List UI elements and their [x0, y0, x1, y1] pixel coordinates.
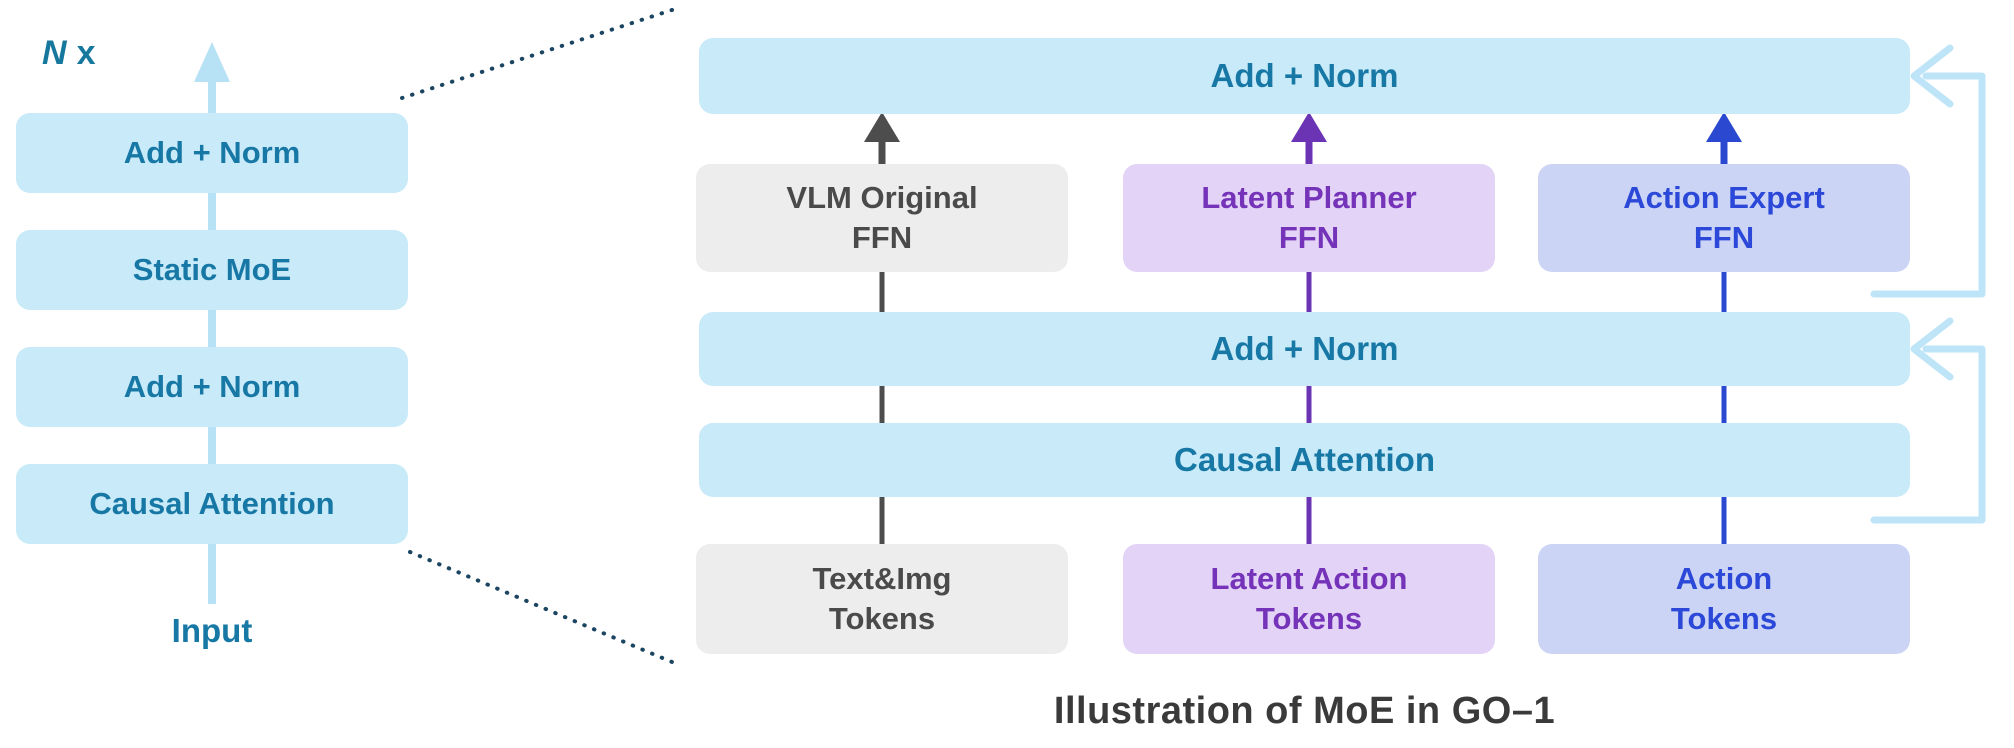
expert-action-expert-ffn: Action Expert FFN: [1538, 164, 1910, 272]
residual-skip-top: [1870, 44, 1986, 298]
token-label-line2: Tokens: [1670, 601, 1778, 636]
expert-label-line1: Action Expert: [1623, 180, 1825, 216]
zoom-dotted-line-bottom: [408, 550, 674, 664]
add-norm-top-bar: Add + Norm: [699, 38, 1910, 114]
left-layer-causal-attention: Causal Attention: [16, 464, 408, 544]
input-label: Input: [171, 612, 253, 649]
token-label-line2: Tokens: [828, 601, 936, 636]
expert-label-line2: FFN: [851, 220, 913, 255]
expert-label-line1: Latent Planner: [1201, 180, 1417, 216]
ffn-output-arrow-latent: [1291, 112, 1327, 166]
residual-skip-bottom: [1870, 317, 1986, 524]
ffn-output-arrow-vlm: [864, 112, 900, 166]
zoom-dotted-line-top: [400, 6, 680, 100]
tokens-text-img: Text&Img Tokens: [696, 544, 1068, 654]
expert-label-line2: FFN: [1278, 220, 1340, 255]
token-label-line1: Action: [1675, 561, 1773, 597]
token-label-line1: Text&Img: [812, 561, 952, 597]
repeat-count-n: N: [42, 34, 67, 72]
figure-caption: Illustration of MoE in GO–1: [1053, 690, 1556, 732]
expert-vlm-original-ffn: VLM Original FFN: [696, 164, 1068, 272]
add-norm-mid-bar: Add + Norm: [699, 312, 1910, 386]
token-label-line1: Latent Action: [1210, 561, 1408, 597]
left-layer-add-norm-bottom: Add + Norm: [16, 347, 408, 427]
token-label-line2: Tokens: [1255, 601, 1363, 636]
expert-label-line2: FFN: [1693, 220, 1755, 255]
causal-attention-bar: Causal Attention: [699, 423, 1910, 497]
left-layer-static-moe: Static MoE: [16, 230, 408, 310]
expert-label-line1: VLM Original: [786, 180, 978, 216]
tokens-latent-action: Latent Action Tokens: [1123, 544, 1495, 654]
repeat-count-x: x: [76, 34, 96, 72]
expert-latent-planner-ffn: Latent Planner FFN: [1123, 164, 1495, 272]
left-layer-add-norm-top: Add + Norm: [16, 113, 408, 193]
ffn-output-arrow-action: [1706, 112, 1742, 166]
tokens-action: Action Tokens: [1538, 544, 1910, 654]
